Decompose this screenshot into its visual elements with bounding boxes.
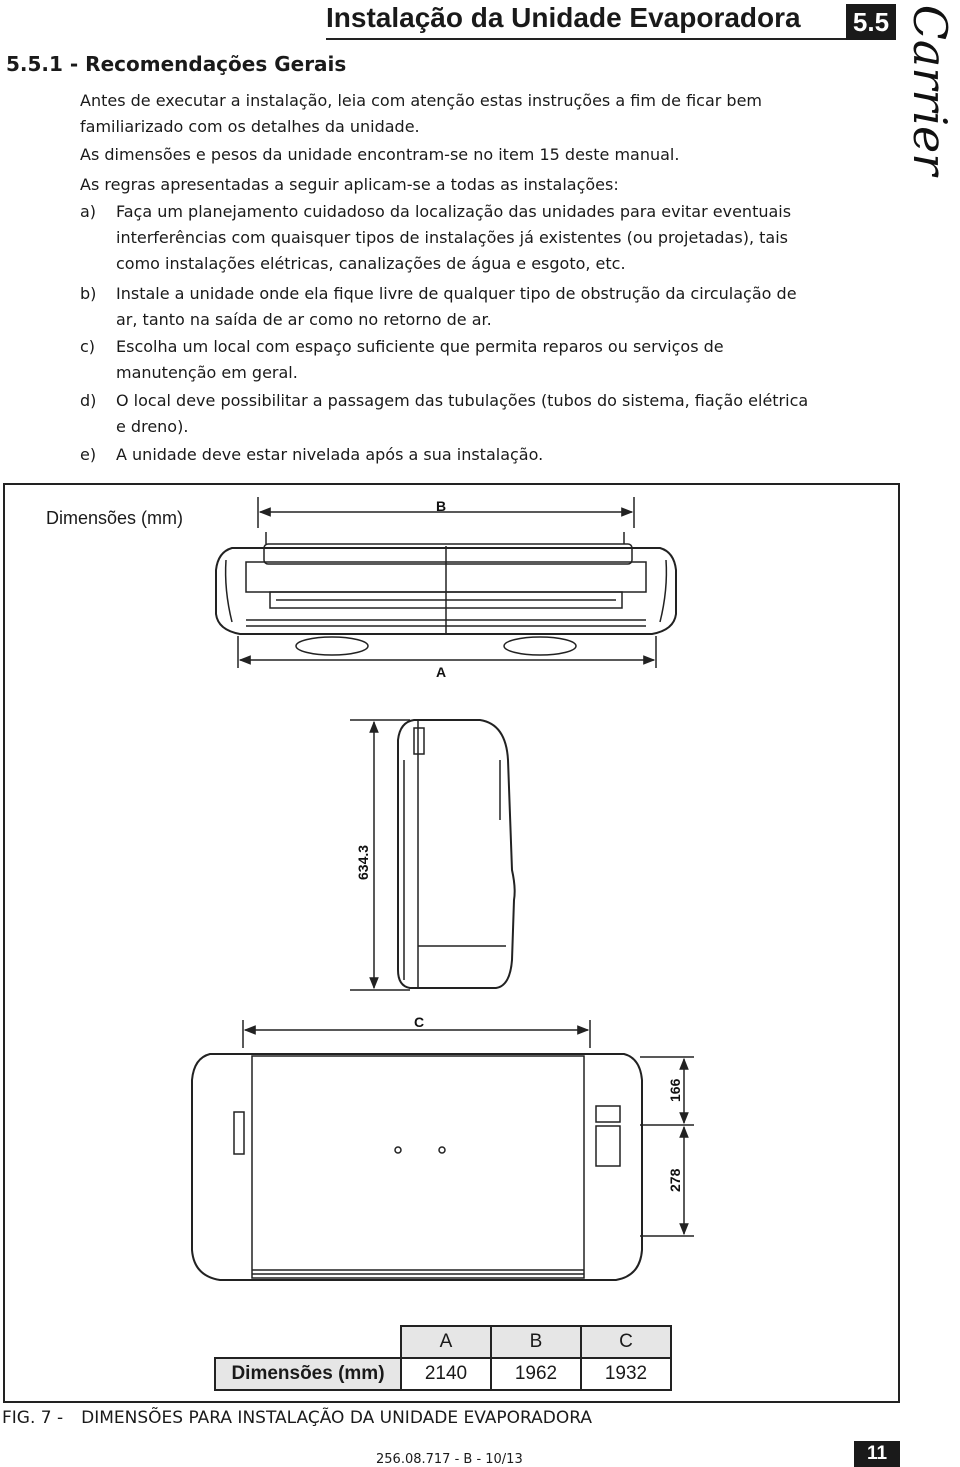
section-number-badge: 5.5 <box>846 4 896 40</box>
list-letter: e) <box>80 445 97 464</box>
table-header-cell: A <box>400 1325 492 1359</box>
figure-caption-prefix: FIG. 7 - <box>2 1408 64 1428</box>
header-rule <box>326 38 846 40</box>
front-view <box>215 497 677 668</box>
dim-label-c: C <box>414 1014 424 1030</box>
dim-label-b: B <box>436 498 446 514</box>
dim-label-a: A <box>436 664 446 680</box>
dim-label-166: 166 <box>667 1078 683 1102</box>
list-item-line: interferências com quaisquer tipos de in… <box>116 228 788 247</box>
table-cell: 2140 <box>400 1357 492 1391</box>
dimensions-table: A B C Dimensões (mm) 2140 1962 1932 <box>214 1325 672 1391</box>
figure-caption: FIG. 7 - DIMENSÕES PARA INSTALAÇÃO DA UNI… <box>2 1408 592 1428</box>
page-header-title: Instalação da Unidade Evaporadora <box>326 2 801 33</box>
figure-units-label: Dimensões (mm) <box>46 508 184 528</box>
table-blank-cell <box>215 1326 401 1358</box>
list-item-line: e dreno). <box>116 417 189 436</box>
bottom-view <box>191 1020 694 1281</box>
table-header-cell: B <box>490 1325 582 1359</box>
list-item-line: A unidade deve estar nivelada após a sua… <box>116 445 544 464</box>
list-item-line: manutenção em geral. <box>116 363 298 382</box>
figure-frame <box>3 483 900 1403</box>
table-header-row: A B C <box>215 1325 672 1359</box>
list-item-line: ar, tanto na saída de ar como no retorno… <box>116 310 492 329</box>
list-letter: d) <box>80 391 97 410</box>
dim-label-278: 278 <box>667 1168 683 1192</box>
side-view <box>350 719 516 991</box>
table-row: Dimensões (mm) 2140 1962 1932 <box>214 1357 672 1391</box>
table-cell: 1962 <box>490 1357 582 1391</box>
intro-line-1: Antes de executar a instalação, leia com… <box>80 91 762 110</box>
intro-line-4: As regras apresentadas a seguir aplicam-… <box>80 175 619 194</box>
list-letter: a) <box>80 202 97 221</box>
list-item-line: Faça um planejamento cuidadoso da locali… <box>116 202 792 221</box>
list-item-line: O local deve possibilitar a passagem das… <box>116 391 809 410</box>
intro-line-3: As dimensões e pesos da unidade encontra… <box>80 145 680 164</box>
intro-line-2: familiarizado com os detalhes da unidade… <box>80 117 420 136</box>
page-number-badge: 11 <box>854 1441 900 1467</box>
list-item-line: como instalações elétricas, canalizações… <box>116 254 626 273</box>
list-letter: c) <box>80 337 96 356</box>
list-item-line: Escolha um local com espaço suficiente q… <box>116 337 724 356</box>
list-letter: b) <box>80 284 97 303</box>
document-code: 256.08.717 - B - 10/13 <box>376 1452 523 1467</box>
table-header-cell: C <box>580 1325 672 1359</box>
dim-label-height: 634.3 <box>355 845 371 880</box>
table-cell: 1932 <box>580 1357 672 1391</box>
figure-caption-title: DIMENSÕES PARA INSTALAÇÃO DA UNIDADE EVA… <box>81 1408 592 1428</box>
section-heading: 5.5.1 - Recomendações Gerais <box>6 52 347 76</box>
table-row-label: Dimensões (mm) <box>214 1357 402 1391</box>
list-item-line: Instale a unidade onde ela fique livre d… <box>116 284 797 303</box>
